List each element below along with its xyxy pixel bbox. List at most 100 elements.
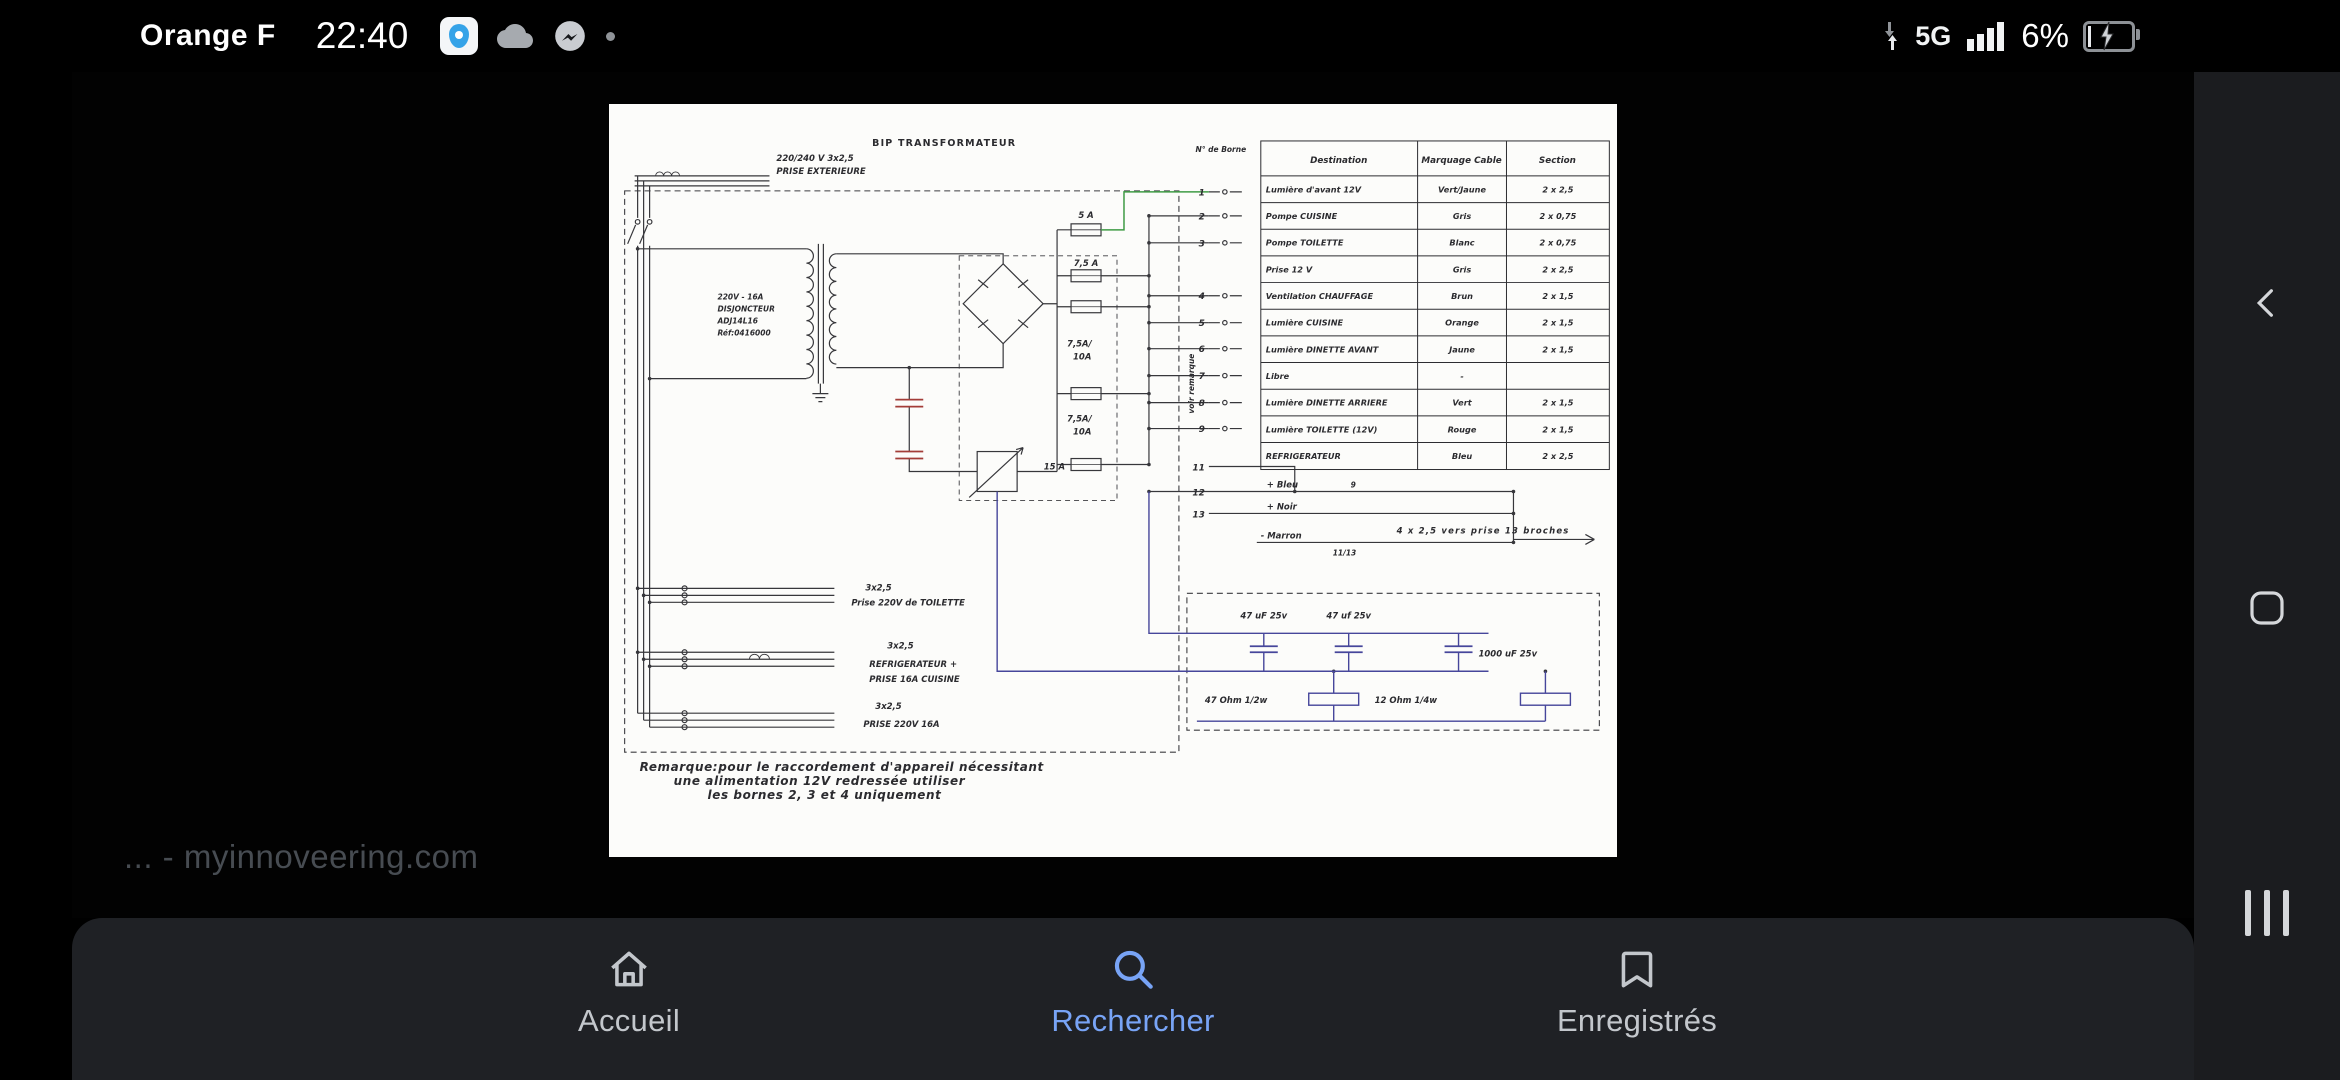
status-right-cluster: 5G 6% (1883, 17, 2140, 55)
table-cell: Blanc (1449, 238, 1474, 248)
terminal-number: 3 (1199, 239, 1205, 249)
capacitor-label: 47 uF 25v (1239, 610, 1287, 620)
table-cell: Vert/Jaune (1438, 184, 1486, 194)
table-cell: 2 x 1,5 (1542, 291, 1573, 301)
fuse-label: 10A (1073, 352, 1091, 362)
wire-label-bleu: + Bleu (1267, 479, 1298, 489)
terminal-number: 2 (1199, 212, 1205, 222)
wire-label-gauge: 11/13 (1333, 548, 1357, 557)
table-cell: 2 x 2,5 (1542, 184, 1573, 194)
capacitor-label: 47 uf 25v (1325, 610, 1371, 620)
resistor-label: 12 Ohm 1/4w (1375, 695, 1438, 705)
table-header: Section (1539, 156, 1576, 166)
table-cell: 2 x 1,5 (1542, 344, 1573, 354)
recents-button[interactable] (2245, 890, 2289, 936)
fuse-label: 5 A (1078, 210, 1093, 220)
tab-rechercher[interactable]: Rechercher (881, 918, 1385, 1080)
resistor-label: 47 Ohm 1/2w (1204, 695, 1268, 705)
junction-dots (635, 214, 1548, 674)
table-cell: Pompe TOILETTE (1266, 238, 1344, 248)
table-cell: Jaune (1447, 344, 1475, 354)
image-caption: ... - myinnoveering.com (124, 838, 479, 875)
table-cell: 2 x 0,75 (1540, 211, 1577, 221)
table-cell: 2 x 1,5 (1542, 398, 1573, 408)
bottom-navigation: Accueil Rechercher Enregistrés (72, 918, 2194, 1080)
android-nav-rail (2194, 72, 2340, 1080)
table-cell: Prise 12 V (1266, 264, 1313, 274)
table-cell: Lumière DINETTE AVANT (1266, 344, 1380, 354)
red-capacitors (895, 398, 924, 460)
navy-wires (996, 491, 1572, 722)
home-squircle-icon (2250, 591, 2284, 625)
remark-line: les bornes 2, 3 et 4 uniquement (708, 788, 943, 802)
table-cell: 2 x 1,5 (1542, 318, 1573, 328)
charging-bolt-icon (2100, 21, 2114, 50)
terminal-number: 9 (1199, 425, 1205, 435)
terminal-number: 6 (1199, 345, 1205, 355)
notification-dot-icon (606, 31, 616, 41)
battery-percent-label: 6% (2021, 17, 2069, 54)
fuse-label: 7,5A/ (1067, 414, 1093, 424)
table-cell: Lumière CUISINE (1266, 318, 1344, 328)
table-cell: Lumière TOILETTE (12V) (1266, 424, 1378, 434)
network-type-label: 5G (1915, 20, 1952, 51)
table-cell: Orange (1445, 318, 1479, 328)
cable-label: PRISE 16A CUISINE (869, 674, 960, 684)
table-cell: Libre (1266, 371, 1290, 381)
green-wire (1101, 191, 1209, 231)
wire-label-noir: + Noir (1267, 501, 1298, 511)
cable-label: Prise 220V de TOILETTE (851, 597, 965, 607)
table-cell: 2 x 2,5 (1542, 264, 1573, 274)
result-image[interactable]: BIP TRANSFORMATEUR 220/240 V 3x2,5 PRISE… (609, 104, 1617, 857)
terminal-number: 1 (1199, 188, 1205, 198)
breaker-label: ADJ14L16 (717, 317, 758, 326)
table-cell: Pompe CUISINE (1266, 211, 1338, 221)
back-button[interactable] (2246, 282, 2288, 324)
terminal-header: N° de Borne (1196, 145, 1247, 154)
terminal-number: 8 (1199, 399, 1205, 409)
capacitor-label: 1000 uF 25v (1479, 648, 1538, 658)
status-left-cluster: Orange F 22:40 (140, 15, 616, 57)
cable-label: PRISE 220V 16A (863, 719, 939, 729)
table-cell: Bleu (1452, 451, 1473, 461)
wire-label-marron: - Marron (1261, 530, 1302, 540)
fuse-label: 15 A (1044, 462, 1065, 472)
table-cell: REFRIGERATEUR (1266, 451, 1341, 461)
wire-label-nine: 9 (1351, 480, 1356, 489)
supply-label: PRISE EXTERIEURE (776, 166, 865, 176)
table-cell: 2 x 2,5 (1542, 451, 1573, 461)
fuse-label: 10A (1073, 427, 1091, 437)
table-cell: Gris (1453, 211, 1472, 221)
table-grid (1260, 140, 1610, 471)
search-icon (1114, 950, 1153, 989)
remark-line: une alimentation 12V redressée utiliser (674, 774, 966, 788)
terminal-number: 11 (1192, 464, 1204, 474)
cable-size: 3x2,5 (887, 640, 913, 650)
tab-enregistres[interactable]: Enregistrés (1385, 918, 1889, 1080)
wiring-diagram: BIP TRANSFORMATEUR 220/240 V 3x2,5 PRISE… (624, 138, 1610, 802)
supply-label: 220/240 V 3x2,5 (776, 153, 853, 163)
app-notification-icon (440, 17, 479, 55)
table-cell: 2 x 1,5 (1542, 424, 1573, 434)
signal-icon (1967, 22, 2005, 51)
diagram-frames (624, 190, 1600, 753)
cable-size: 3x2,5 (865, 582, 891, 592)
table-cell: Lumière DINETTE ARRIERE (1266, 398, 1388, 408)
tab-accueil[interactable]: Accueil (377, 918, 881, 1080)
table-cell: Vert (1452, 398, 1472, 408)
image-viewer[interactable]: ... - myinnoveering.com (72, 72, 2194, 918)
vertical-note: voir remarque (1187, 354, 1196, 414)
table-cell: - (1460, 371, 1463, 381)
messenger-icon (555, 21, 586, 51)
table-cell: 2 x 0,75 (1540, 238, 1577, 248)
table-header: Marquage Cable (1421, 156, 1501, 166)
terminal-number: 13 (1192, 510, 1204, 520)
table-cell: Ventilation CHAUFFAGE (1266, 291, 1374, 301)
table-cell: Lumière d'avant 12V (1266, 184, 1362, 194)
home-button[interactable] (2243, 584, 2291, 632)
back-icon (2256, 289, 2273, 317)
status-bar[interactable]: Orange F 22:40 5G 6% (0, 0, 2340, 72)
carrier-label: Orange F (140, 19, 276, 52)
table-cell: Rouge (1448, 424, 1477, 434)
table-header: Destination (1310, 156, 1367, 166)
